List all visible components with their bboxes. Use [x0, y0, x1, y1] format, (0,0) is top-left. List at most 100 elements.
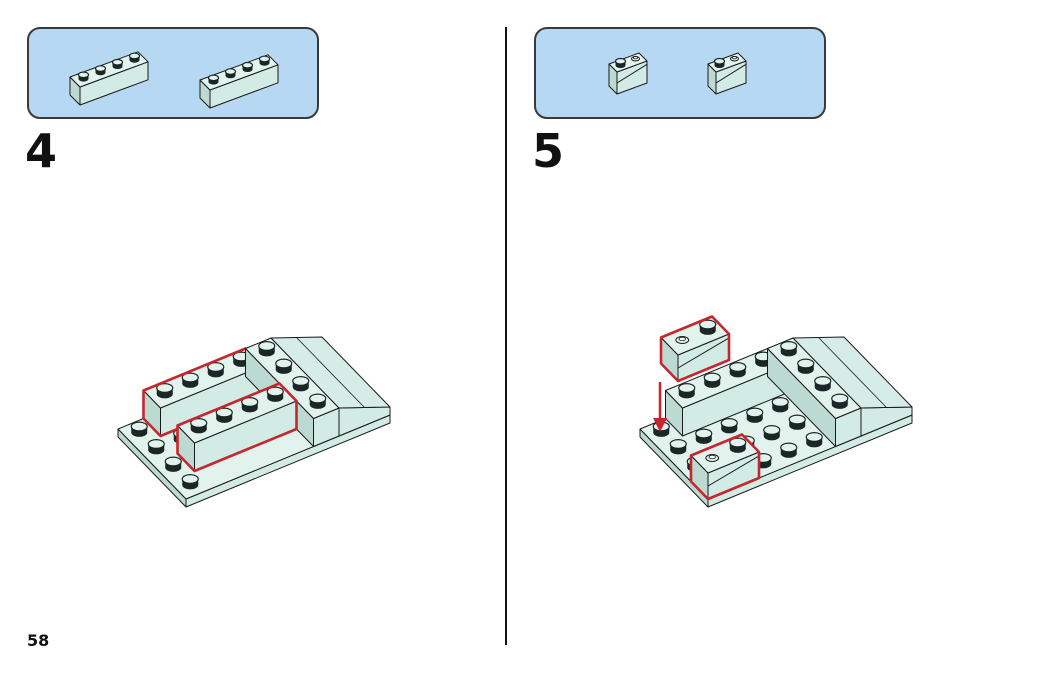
stud-side: [797, 363, 814, 370]
hollow-stud: [675, 335, 690, 345]
stud-side: [267, 419, 284, 426]
stud-base: [292, 382, 309, 392]
stud: [703, 474, 721, 490]
stud-base: [699, 326, 716, 335]
stud-top: [215, 435, 233, 446]
slope-front-face: [338, 406, 391, 437]
brick-top-face: [639, 344, 913, 500]
stud: [241, 425, 259, 441]
stud-side: [763, 430, 780, 436]
stud: [831, 393, 849, 409]
brick-top-face: [177, 383, 297, 444]
slope-edge: [677, 337, 730, 369]
stud-top: [224, 407, 242, 418]
stud-base: [729, 444, 746, 453]
brick-front-face: [677, 333, 730, 382]
stud: [147, 439, 165, 455]
stud: [309, 393, 327, 409]
stud-side: [704, 377, 721, 384]
page-number: 58: [27, 631, 50, 650]
stud-base: [131, 428, 148, 437]
stud: [207, 362, 225, 378]
brick-front-face: [185, 414, 391, 508]
stud-side: [678, 388, 695, 394]
stud-side: [241, 430, 258, 436]
stud-top: [249, 397, 267, 408]
stud-side: [755, 356, 772, 363]
step-number-4: 4: [25, 124, 58, 178]
stud: [652, 421, 670, 437]
slope-front-face: [860, 406, 913, 437]
stud-top: [190, 418, 208, 429]
stud-base: [687, 463, 704, 472]
stud-top: [215, 407, 233, 418]
stud-base: [173, 435, 190, 444]
step-number-5: 5: [532, 124, 565, 178]
stud-top: [258, 341, 276, 352]
stud: [215, 435, 233, 451]
stud-base: [233, 358, 250, 367]
stud-ring: [705, 453, 720, 463]
stud-base: [190, 452, 207, 462]
brick-end-face: [177, 425, 195, 472]
base-plate: [639, 344, 913, 508]
stud-top: [173, 428, 191, 439]
brick-front-face: [682, 365, 785, 437]
brick-front-face: [313, 407, 340, 447]
parts-callout-step-5: [534, 27, 826, 119]
stud-side: [182, 479, 199, 485]
brick-top-face: [245, 337, 340, 419]
brick-front-face: [707, 414, 913, 508]
stud-base: [806, 438, 823, 448]
stud-base: [267, 393, 284, 402]
stud-top: [266, 386, 284, 397]
page-divider: [505, 27, 507, 645]
stud: [181, 474, 199, 490]
stud-top: [190, 446, 208, 457]
stud-top: [130, 421, 148, 432]
stud: [669, 439, 687, 455]
stud-base: [670, 445, 687, 455]
stud-side: [687, 461, 704, 468]
stud-side: [729, 367, 746, 373]
slope-crease: [818, 337, 887, 408]
stud: [198, 418, 216, 434]
stud: [797, 358, 815, 374]
stud-side: [755, 458, 772, 464]
slope-edge: [707, 455, 760, 487]
brick-1x4-side: [245, 337, 340, 447]
inverted-slope-floating: [659, 315, 731, 383]
stud-top: [309, 393, 327, 404]
stud-hole: [708, 454, 716, 460]
new-part-highlight: [689, 433, 761, 501]
brick-front-face: [835, 407, 862, 447]
stud-top: [241, 425, 259, 436]
stud-side: [190, 423, 207, 429]
brick-end-face: [660, 337, 679, 382]
stud-base: [156, 389, 173, 399]
stud-base: [780, 449, 797, 458]
stud-top: [699, 319, 717, 330]
stud: [814, 376, 832, 392]
stud-hole: [678, 336, 686, 342]
stud-base: [309, 400, 326, 409]
stud-side: [712, 451, 729, 457]
stud: [737, 435, 755, 451]
stud-side: [258, 346, 275, 352]
inverted-slope-placed: [689, 433, 761, 501]
stud-base: [789, 421, 806, 430]
stud-side: [729, 468, 746, 475]
stud-side: [746, 412, 763, 419]
stud-side: [721, 423, 738, 429]
stud-side: [267, 391, 284, 398]
brick-end-face: [767, 348, 836, 447]
stud-base: [712, 452, 729, 462]
stud-side: [780, 346, 797, 352]
stud: [780, 442, 798, 458]
stud: [266, 386, 284, 402]
stud: [771, 397, 789, 413]
stud-side: [156, 388, 173, 394]
stud-base: [148, 445, 165, 455]
slope-face: [270, 336, 391, 409]
stud: [181, 372, 199, 388]
